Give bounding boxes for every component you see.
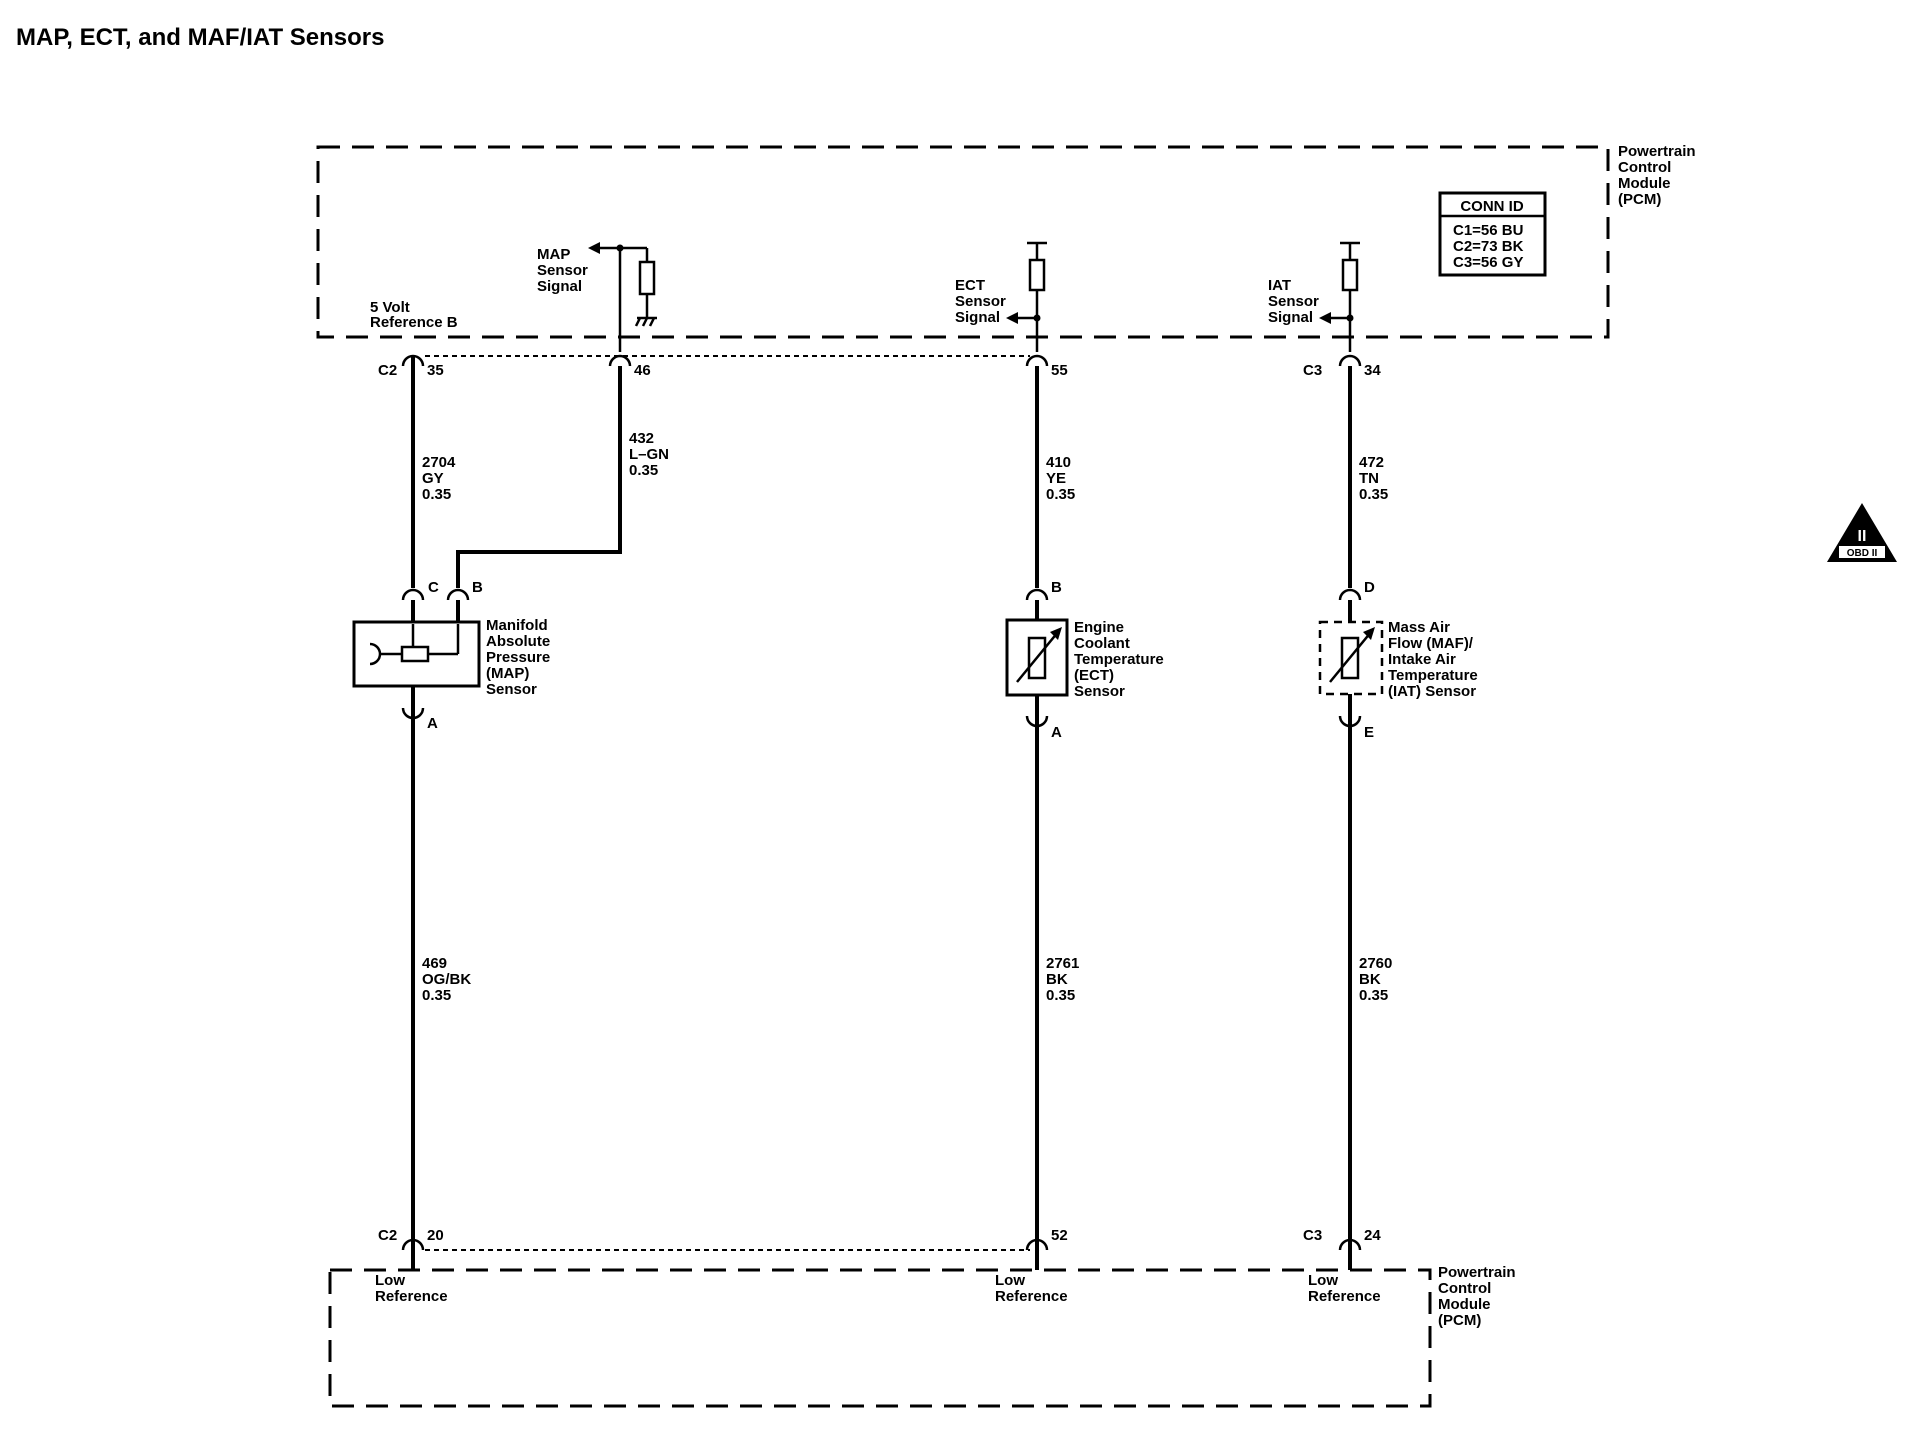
conn-id-row: C1=56 BU bbox=[1453, 222, 1523, 239]
connector-pin-c2-20 bbox=[401, 1238, 425, 1270]
wire-label: 432 L–GN 0.35 bbox=[629, 430, 673, 479]
map-sensor-label: Manifold Absolute Pressure (MAP) Sensor bbox=[486, 617, 554, 698]
wire-label: 2760 BK 0.35 bbox=[1359, 955, 1397, 1004]
pin-label: 35 bbox=[427, 362, 444, 379]
connector-label: C2 bbox=[378, 362, 397, 379]
pressure-element-icon bbox=[400, 645, 430, 663]
map-signal-label: MAP Sensor Signal bbox=[537, 246, 592, 295]
pin-label: B bbox=[1051, 579, 1062, 596]
pcm-top-label: Powertrain Control Module (PCM) bbox=[1618, 143, 1700, 208]
wire-label: 410 YE 0.35 bbox=[1046, 454, 1075, 503]
obd-ii-badge-icon: II OBD II bbox=[1827, 503, 1897, 562]
connector-label: C3 bbox=[1303, 1227, 1322, 1244]
pin-label: E bbox=[1364, 724, 1374, 741]
wire-label: 472 TN 0.35 bbox=[1359, 454, 1388, 503]
pin-label: A bbox=[427, 715, 438, 732]
connector-pin-46 bbox=[608, 354, 632, 367]
low-reference-label: Low Reference bbox=[995, 1272, 1068, 1305]
pin-label: 24 bbox=[1364, 1227, 1381, 1244]
obd-badge-numeral: II bbox=[1858, 528, 1867, 545]
page-title: MAP, ECT, and MAF/IAT Sensors bbox=[16, 24, 385, 51]
pcm-top-boundary bbox=[316, 145, 1610, 339]
pin-label: 55 bbox=[1051, 362, 1068, 379]
connector-label: C2 bbox=[378, 1227, 397, 1244]
pin-label: 52 bbox=[1051, 1227, 1068, 1244]
ect-signal-circuit bbox=[1006, 241, 1047, 352]
pcm-bottom-label: Powertrain Control Module (PCM) bbox=[1438, 1264, 1520, 1329]
maf-iat-sensor-label: Mass Air Flow (MAF)/ Intake Air Temperat… bbox=[1388, 619, 1482, 700]
pin-label: C bbox=[428, 579, 439, 596]
connector-pin-c3-24 bbox=[1338, 1238, 1362, 1270]
iat-signal-label: IAT Sensor Signal bbox=[1268, 277, 1323, 326]
pullup-resistor-icon bbox=[1028, 258, 1046, 292]
wire-label: 2704 GY 0.35 bbox=[422, 454, 460, 503]
conn-id-header: CONN ID bbox=[1460, 198, 1524, 215]
ect-signal-label: ECT Sensor Signal bbox=[955, 277, 1010, 326]
conn-id-row: C2=73 BK bbox=[1453, 238, 1524, 255]
connector-pin-52 bbox=[1025, 1238, 1049, 1270]
maf-iat-sensor bbox=[1318, 588, 1384, 728]
pin-label: A bbox=[1051, 724, 1062, 741]
iat-signal-circuit bbox=[1319, 241, 1360, 352]
wire-label: 2761 BK 0.35 bbox=[1046, 955, 1084, 1004]
obd-badge-text: OBD II bbox=[1847, 548, 1878, 559]
conn-id-row: C3=56 GY bbox=[1453, 254, 1523, 271]
pin-label: D bbox=[1364, 579, 1375, 596]
pin-label: 20 bbox=[427, 1227, 444, 1244]
low-reference-label: Low Reference bbox=[1308, 1272, 1381, 1305]
connector-label: C3 bbox=[1303, 362, 1322, 379]
conn-id-table: CONN ID C1=56 BU C2=73 BK C3=56 GY bbox=[1438, 191, 1547, 277]
map-signal-circuit bbox=[588, 242, 657, 352]
wire-label: 469 OG/BK 0.35 bbox=[422, 955, 475, 1004]
connector-pin-55 bbox=[1025, 354, 1049, 367]
wire-432 bbox=[456, 366, 622, 588]
low-reference-label: Low Reference bbox=[375, 1272, 448, 1305]
pin-label: B bbox=[472, 579, 483, 596]
connector-pin-c3-34 bbox=[1338, 354, 1362, 367]
pullup-resistor-icon bbox=[638, 260, 656, 296]
pullup-resistor-icon bbox=[1341, 258, 1359, 292]
map-sensor bbox=[352, 588, 481, 720]
pcm-bottom-boundary bbox=[328, 1268, 1432, 1408]
ect-sensor-label: Engine Coolant Temperature (ECT) Sensor bbox=[1074, 619, 1168, 700]
connector-pin-c2-35 bbox=[401, 354, 425, 376]
pin-label: 34 bbox=[1364, 362, 1381, 379]
pin-label: 46 bbox=[634, 362, 651, 379]
five-volt-reference-label: 5 Volt Reference B bbox=[370, 299, 458, 331]
ect-sensor bbox=[1005, 588, 1069, 728]
